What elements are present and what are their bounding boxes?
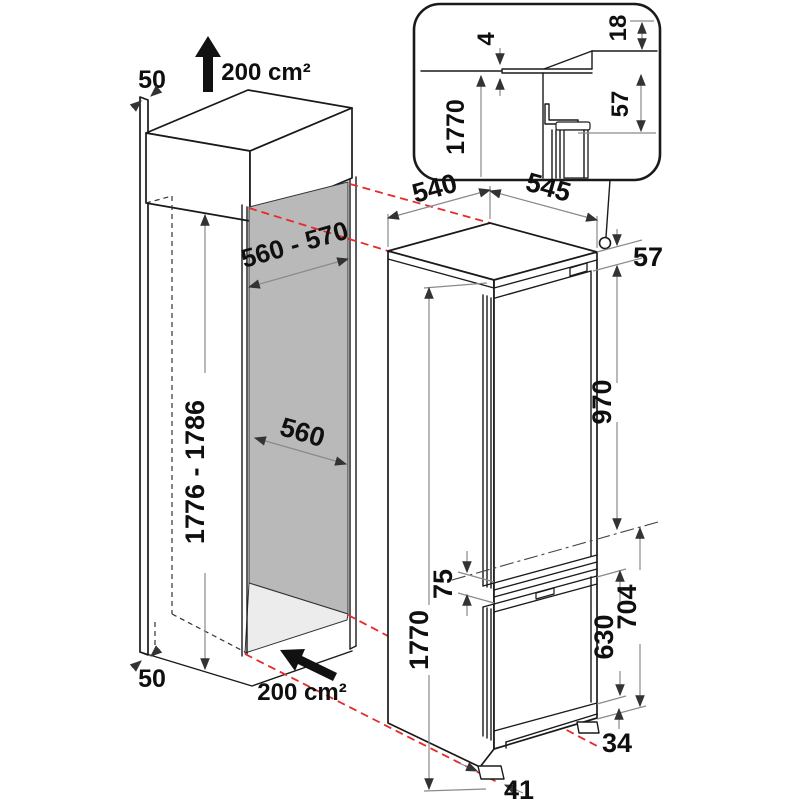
inset-frame bbox=[412, 2, 662, 182]
fridge-drawing bbox=[387, 222, 600, 780]
fridge-front-face bbox=[493, 251, 598, 750]
dim-fridge-lower-section: 704 bbox=[612, 584, 642, 629]
dim-inset-gap: 4 bbox=[473, 32, 500, 46]
fridge-feet bbox=[477, 721, 600, 780]
dim-niche-clearance-bottom: 50 bbox=[138, 665, 166, 693]
niche-frame bbox=[139, 176, 357, 687]
callout-marker bbox=[598, 236, 612, 250]
fridge-left-face bbox=[387, 250, 495, 768]
dim-inset-height: 1770 bbox=[442, 99, 470, 155]
hidden-edges bbox=[145, 195, 246, 654]
dim-fridge-freezer-door: 630 bbox=[589, 614, 619, 659]
dim-fridge-foot: 41 bbox=[504, 775, 534, 800]
dim-inset-top-offset: 18 bbox=[605, 15, 632, 42]
fridge-details bbox=[387, 258, 598, 749]
dim-inset-hinge-clearance: 57 bbox=[607, 91, 634, 118]
callout-leader-line bbox=[605, 179, 611, 238]
dim-fridge-door-gap: 75 bbox=[428, 569, 458, 599]
dim-fridge-plinth: 34 bbox=[602, 728, 632, 758]
dim-fridge-top-gap: 57 bbox=[633, 242, 663, 272]
airflow-arrow-up-icon bbox=[195, 36, 221, 92]
dim-fridge-upper-door: 970 bbox=[587, 379, 617, 424]
airflow-arrow-in-icon bbox=[280, 649, 337, 681]
dim-fridge-total-height: 1770 bbox=[404, 610, 434, 670]
centerline bbox=[451, 521, 659, 581]
dim-niche-height-range: 1776 - 1786 bbox=[180, 400, 210, 544]
dim-niche-clearance-top: 50 bbox=[138, 66, 166, 94]
dim-niche-vent-bottom: 200 cm² bbox=[257, 679, 346, 706]
inset-detail bbox=[412, 2, 662, 238]
dim-fridge-depth: 540 bbox=[409, 168, 460, 209]
dim-niche-vent-top: 200 cm² bbox=[221, 59, 310, 86]
inset-section-drawing bbox=[420, 50, 658, 179]
niche-drawing bbox=[139, 36, 357, 687]
